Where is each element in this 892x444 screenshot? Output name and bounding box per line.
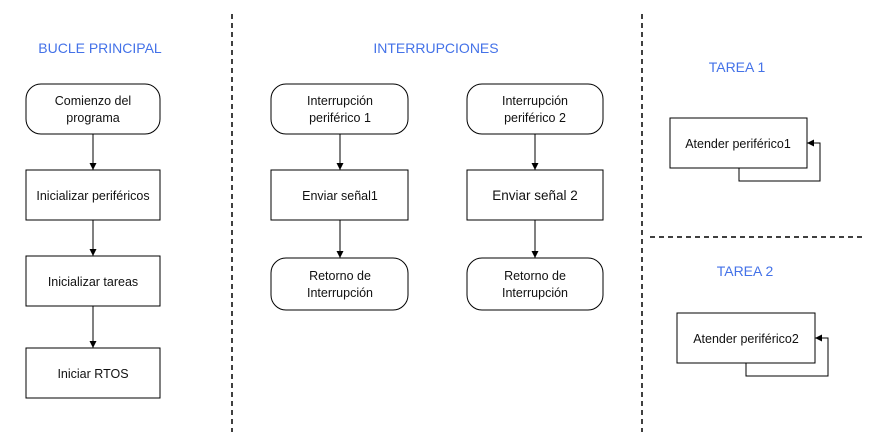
node-iniciar-rtos: Iniciar RTOS xyxy=(25,347,161,399)
node-inicializar-tareas-label: Inicializar tareas xyxy=(48,275,138,289)
node-enviar-senal-1: Enviar señal1 xyxy=(270,169,409,221)
node-atender1-label: Atender periférico1 xyxy=(685,137,791,151)
heading-interrupciones: INTERRUPCIONES xyxy=(373,40,498,56)
edge-atender2-loop xyxy=(745,334,829,377)
node-atender-periferico-2: Atender periférico2 xyxy=(676,312,816,364)
node-enviar-senal2-label: Enviar señal 2 xyxy=(492,188,578,203)
node-inicializar-perifericos-label: Inicializar periféricos xyxy=(36,189,149,203)
node-enviar-senal-2: Enviar señal 2 xyxy=(466,169,604,221)
heading-tarea2: TAREA 2 xyxy=(717,263,774,279)
heading-tarea1: TAREA 1 xyxy=(709,59,766,75)
node-enviar-senal1-label: Enviar señal1 xyxy=(302,189,378,203)
heading-bucle-principal: BUCLE PRINCIPAL xyxy=(38,40,162,56)
node-inicializar-perifericos: Inicializar periféricos xyxy=(25,169,161,221)
node-iniciar-rtos-label: Iniciar RTOS xyxy=(57,367,128,381)
node-inicializar-tareas: Inicializar tareas xyxy=(25,255,161,307)
node-atender-periferico-1: Atender periférico1 xyxy=(669,117,808,169)
node-atender2-label: Atender periférico2 xyxy=(693,332,799,346)
edge-atender1-loop xyxy=(738,139,821,182)
